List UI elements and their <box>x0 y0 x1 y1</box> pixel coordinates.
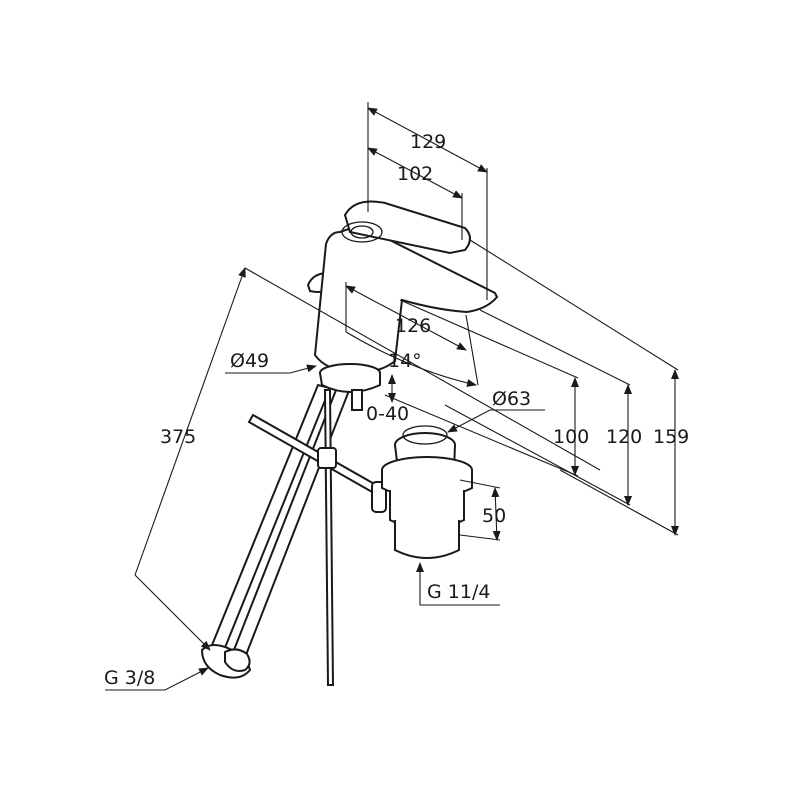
dimension-lines <box>105 107 679 691</box>
dim-base-diameter-label: Ø49 <box>230 350 269 372</box>
waste-drain <box>381 425 473 559</box>
dim-375-label: 375 <box>160 426 196 448</box>
popup-rod <box>247 389 387 686</box>
supply-thread-label: G 3/8 <box>104 667 155 689</box>
dim-129-label: 129 <box>410 131 446 153</box>
dim-126-label: 126 <box>395 315 431 337</box>
dim-thickness-label: 0-40 <box>366 403 409 425</box>
dim-50-label: 50 <box>482 505 506 527</box>
dim-102-label: 102 <box>397 163 433 185</box>
dim-100-label: 100 <box>553 426 589 448</box>
dim-waste-diameter-label: Ø63 <box>492 388 531 410</box>
faucet-body <box>306 200 499 411</box>
dim-angle-label: 14° <box>388 350 422 372</box>
waste-thread-label: G 11/4 <box>427 581 490 603</box>
dim-120-label: 120 <box>606 426 642 448</box>
dim-159-label: 159 <box>653 426 689 448</box>
